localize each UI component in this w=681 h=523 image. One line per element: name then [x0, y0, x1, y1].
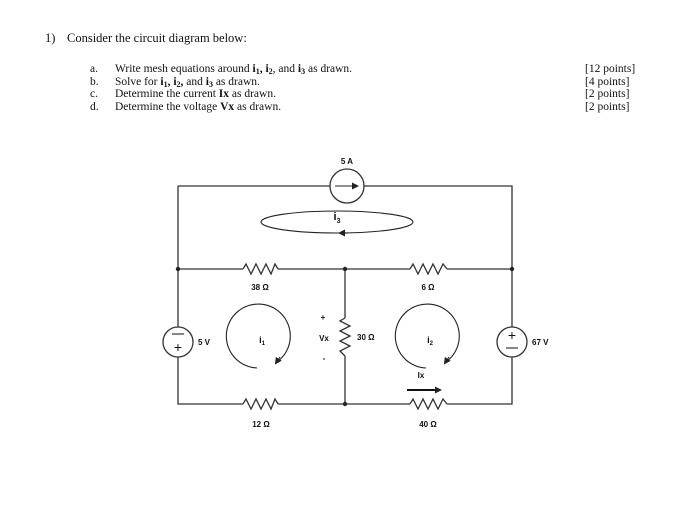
part-letter: d.: [90, 100, 99, 113]
resistor-38-label: 38 Ω: [251, 283, 269, 292]
part-points: [12 points]: [585, 63, 636, 75]
current-source-label: 5 A: [341, 157, 353, 166]
part-text: Determine the voltage Vx as drawn.: [115, 100, 282, 113]
part-points: [2 points]: [585, 100, 630, 113]
part-letter: a.: [90, 63, 98, 75]
mesh-3-label: i3: [334, 211, 341, 225]
part-b: b. Solve for i1, i2, and i3 as drawn. [4…: [90, 76, 650, 89]
ix-annotation: Ix: [407, 371, 442, 394]
resistor-30: 30 Ω: [338, 317, 375, 357]
part-points: [4 points]: [585, 75, 630, 88]
part-points: [2 points]: [585, 88, 630, 100]
mesh-2-label: i2: [427, 335, 434, 347]
resistor-12-label: 12 Ω: [252, 420, 270, 429]
wires: [177, 185, 513, 405]
mesh-2: i2: [394, 303, 460, 369]
mesh-1-label: i1: [259, 335, 266, 347]
right-source-label: 67 V: [532, 338, 549, 347]
problem-lead: Consider the circuit diagram below:: [67, 31, 247, 45]
part-text: Solve for i1, i2, and i3 as drawn.: [115, 75, 260, 89]
part-text: Write mesh equations around i1, i2, and …: [115, 63, 353, 76]
part-c: c. Determine the current Ix as drawn. [2…: [90, 88, 650, 101]
part-letter: b.: [90, 75, 99, 88]
vx-minus: -: [323, 354, 326, 363]
resistor-30-label: 30 Ω: [357, 333, 375, 342]
resistor-38: 38 Ω: [242, 262, 279, 292]
vx-annotation: + Vx -: [319, 313, 329, 363]
resistor-6-label: 6 Ω: [421, 283, 435, 292]
ix-label: Ix: [418, 371, 425, 380]
current-source: 5 A: [329, 157, 365, 204]
resistor-40: 40 Ω: [409, 397, 448, 429]
vx-plus: +: [321, 313, 326, 322]
problem-number: 1): [45, 31, 56, 45]
resistor-6: 6 Ω: [409, 262, 448, 292]
part-letter: c.: [90, 88, 98, 100]
problem-parts: a. Write mesh equations around i1, i2, a…: [90, 63, 650, 113]
voltage-source-left: + 5 V: [162, 326, 211, 358]
part-a: a. Write mesh equations around i1, i2, a…: [90, 63, 650, 76]
mesh-1: i1: [225, 303, 291, 369]
vx-label: Vx: [319, 334, 329, 343]
junctions: [175, 266, 515, 407]
resistor-40-label: 40 Ω: [419, 420, 437, 429]
left-source-plus: +: [174, 339, 182, 355]
part-d: d. Determine the voltage Vx as drawn. [2…: [90, 101, 650, 114]
voltage-source-right: + 67 V: [496, 326, 549, 358]
mesh-3: i3: [260, 210, 414, 237]
part-text: Determine the current Ix as drawn.: [115, 88, 276, 100]
resistor-12: 12 Ω: [242, 397, 279, 429]
right-source-plus: +: [508, 327, 516, 343]
left-source-label: 5 V: [198, 338, 211, 347]
